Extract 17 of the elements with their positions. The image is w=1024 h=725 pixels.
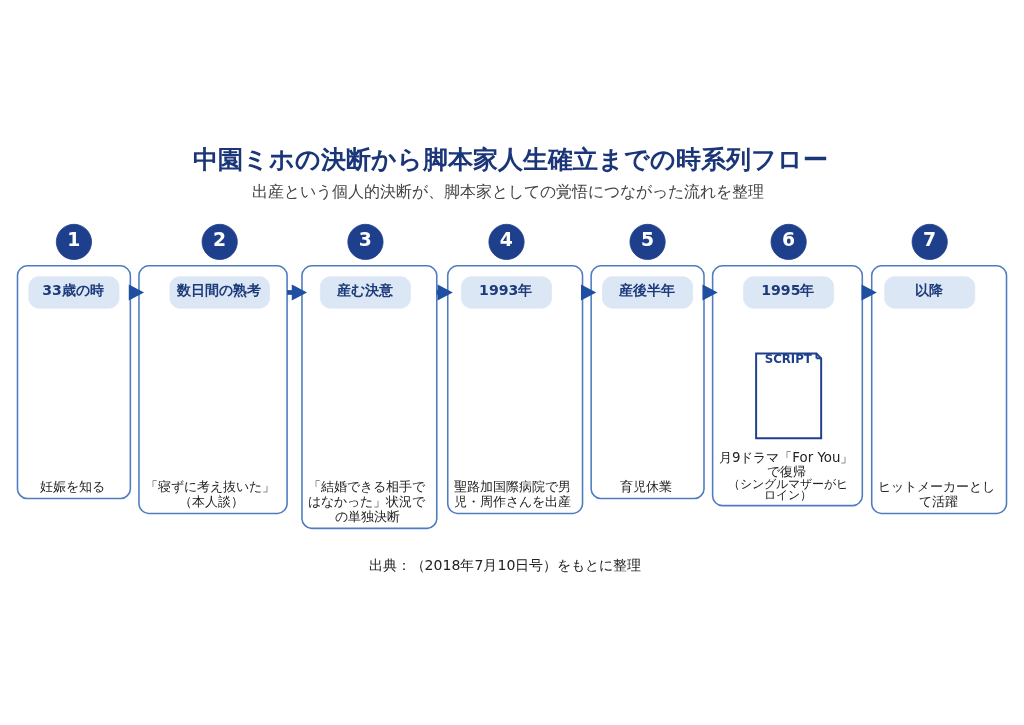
node-circle: 1: [55, 223, 92, 260]
node-circle: 4: [488, 223, 525, 260]
node-circle: 3: [347, 223, 384, 260]
label: 出産という個人的決断が、脚本家としての覚悟につながった流れを整理: [252, 181, 765, 201]
node-box: 33歳の時: [28, 275, 120, 309]
node-circle: 6: [770, 223, 807, 260]
node-box: 1995年: [743, 275, 835, 309]
node-circle: 7: [911, 223, 948, 260]
node-box: 産後半年: [602, 275, 694, 309]
node-box: 数日間の熟考: [169, 275, 270, 309]
node-box: 1993年: [461, 275, 552, 309]
node-box: 以降: [884, 275, 976, 309]
node-circle: 5: [629, 223, 666, 260]
label: 出典：（2018年7月10日号）をもとに整理: [368, 556, 642, 573]
node-box: 産む決意: [320, 275, 411, 309]
node-circle: 2: [201, 223, 238, 260]
diagram-title: 中園ミホの決断から脚本家人生確立までの時系列フロー: [193, 144, 829, 174]
